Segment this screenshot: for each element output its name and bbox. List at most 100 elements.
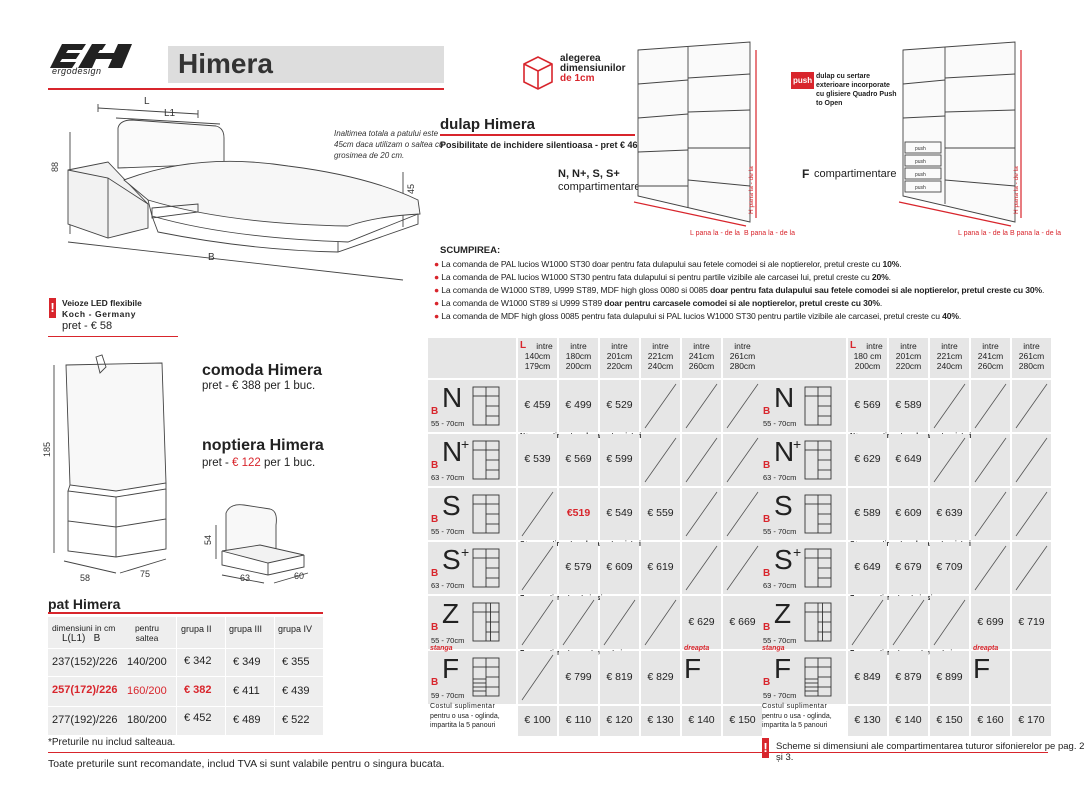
scumpirea-title: SCUMPIREA: [440,245,501,256]
table_left-row-2-scheme-icon [472,494,500,534]
table_right-cell-bg [930,651,969,704]
table_left-col-3-line1: intre [652,341,669,351]
table_right-cell-bg [889,651,928,704]
push-label-2: push [915,159,926,165]
dulap-type2-code: F [802,167,810,181]
scumpirea-item: ● La comanda de PAL lucios W1000 ST30 do… [434,259,902,269]
push-label-3: push [915,172,926,178]
table_right-row-2-code: S [774,490,793,521]
table_left-row-4-code: Z [442,598,460,629]
wardrobe-drawing-1 [633,41,757,227]
table_right-row-3-code: S [774,544,793,575]
table_left-empty-slash [685,491,718,537]
table_right-dreapta: dreapta [973,645,999,652]
table_left-empty-slash [644,383,677,429]
table_left-row-2-code: S [442,490,461,521]
table_right-price: € 150 [936,714,963,726]
table_right-price: € 170 [1018,714,1045,726]
table_right-empty-slash [1015,437,1048,483]
table_right-col-3-line1: intre [982,341,999,351]
table_left-row-1-range: 63 - 70cm [431,473,465,482]
brand-logo: ergodesign [48,40,140,76]
table_right-col-1-line1: intre [900,341,917,351]
table_right-empty-slash [933,437,966,483]
table_right-price: € 649 [854,561,881,573]
table_left-col-bg [641,338,680,378]
table_right-l-letter: L [850,340,857,351]
table_left-col-4-line3: 260cm [688,361,715,371]
table_right-row-3-scheme-icon [804,548,832,588]
led-underline [48,336,178,337]
table_left-row-3-range: 63 - 70cm [431,581,465,590]
table_right-row-1-range: 63 - 70cm [763,473,797,482]
table_left-row-0-b: B [431,406,439,417]
push-label-1: push [915,146,926,152]
dim-total-height: 88 [50,162,60,172]
table_right-row-3-b: B [763,568,771,579]
table_right-row-0-range: 55 - 70cm [763,419,797,428]
table_right-cell-bg [848,651,887,704]
table_left-cell-bg [559,706,598,736]
table_right-empty-slash [933,599,966,646]
table_right-extra-l2: pentru o usa - oglinda, [762,713,832,720]
scheme-warning-icon: ! [762,738,769,758]
table_left-cell-bg [600,706,639,736]
table_left-row-1-code: N [442,436,463,467]
table_right-row-4-b: B [763,622,771,633]
table_right-extra-l3: impartita la 5 panouri [762,722,828,729]
pat-header-g4: grupa IV [278,624,313,634]
table_left-extra-l1: Costul suplimentar [430,703,496,710]
table_left-empty-slash [726,545,759,591]
table_right-row-0-code: N [774,382,795,413]
table_left-col-3-line2: 221cm [647,351,674,361]
table_left-cell-bg [682,706,721,736]
pat-title: pat Himera [48,596,121,612]
table_right-cell-bg [889,706,928,736]
table_right-empty-slash [892,599,925,646]
table_right-col-0-line1: intre [866,341,883,351]
table_left-price: € 499 [565,399,592,411]
table_right-cell-bg [1012,651,1051,704]
comoda-price: pret - € 388 per 1 buc. [202,380,316,392]
pat-row-3-mattress: 180/200 [127,714,167,726]
table_left-col-0-line1: intre [536,341,553,351]
pat-row-2-g4: € 439 [282,685,310,697]
table_right-col-4-line2: 261cm [1018,351,1045,361]
table_left-price: € 140 [688,714,715,726]
table_left-price: € 799 [565,670,592,683]
pat-footnote: *Preturile nu includ salteaua. [48,737,176,748]
footer-note: Toate preturile sunt recomandate, includ… [48,758,445,770]
table_left-col-5-line1: intre [734,341,751,351]
table_left-cell-bg [723,596,762,649]
table_right-col-0-line3: 200cm [854,361,881,371]
brand-logo-text: ergodesign [52,66,102,76]
noptiera-drawing: 54 63 60 [203,504,309,584]
table_left-row-5-b: B [431,677,439,688]
table_left-row-3-code: S [442,544,461,575]
pat-row-1-dim: 237(152)/226 [52,656,118,668]
table_right-row-3-codebg [760,542,846,594]
table_right-price: € 879 [895,670,922,683]
table_left-cell-bg [600,434,639,486]
comoda-drawing: 185 58 75 [42,354,167,583]
table_right-cell-bg [848,488,887,540]
table_right-cell-bg [848,434,887,486]
pat-title-underline [48,612,323,614]
table_right-col-bg [848,338,887,378]
table_right-row-1-code: N [774,436,795,467]
led-price: pret - € 58 [62,320,113,332]
table_left-cell-bg [600,542,639,594]
table_right-cell-bg [889,380,928,432]
table_left-cell-bg [559,434,598,486]
table_right-row-2-range: 55 - 70cm [763,527,797,536]
table_right-cell-bg [889,488,928,540]
pat-row-1-g4: € 355 [282,656,310,668]
table_left-col-1-line2: 180cm [565,351,592,361]
table_left-extra-l3: impartita la 5 panouri [430,722,496,729]
table_left-col-1-line1: intre [570,341,587,351]
table_right-col-2-line1: intre [941,341,958,351]
table_right-empty-slash [933,383,966,429]
pat-row-1-g2: € 342 [184,655,212,667]
table_left-price: € 529 [606,399,633,411]
table_left-price: € 110 [565,714,592,726]
